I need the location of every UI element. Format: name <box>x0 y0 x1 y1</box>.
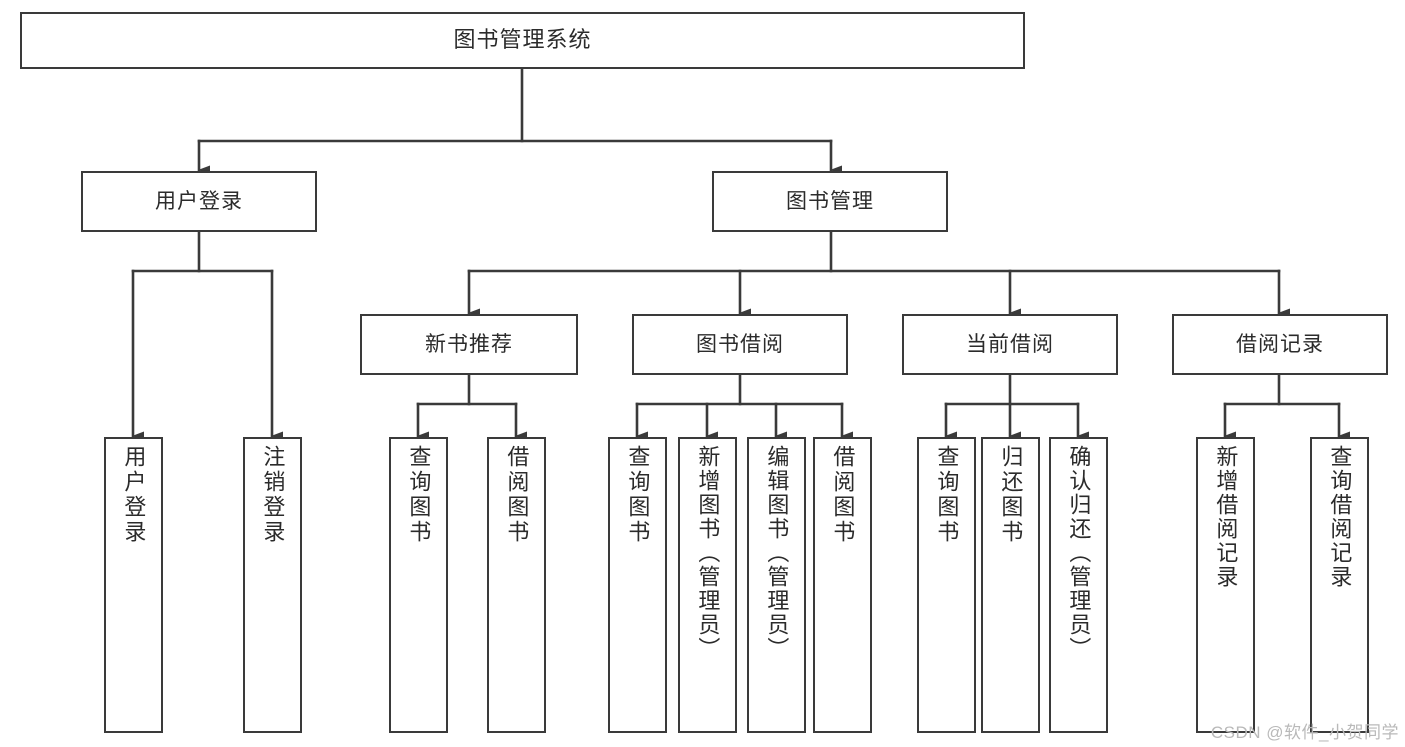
node-borrow-record[interactable]: 借阅记录 <box>1172 314 1388 375</box>
node-leaf-add-book[interactable]: 新增图书（管理员） <box>678 437 737 733</box>
node-new-book-rec[interactable]: 新书推荐 <box>360 314 578 375</box>
node-leaf-borrow-book-2-label: 借阅图书 <box>830 445 856 545</box>
node-leaf-query-record-label: 查询借阅记录 <box>1327 445 1353 589</box>
watermark: CSDN @软件_小贺同学 <box>1210 723 1399 742</box>
node-user-login-label: 用户登录 <box>155 189 243 213</box>
node-leaf-borrow-book-2[interactable]: 借阅图书 <box>813 437 872 733</box>
node-leaf-borrow-book-1-label: 借阅图书 <box>504 445 530 545</box>
node-leaf-query-book-3-label: 查询图书 <box>934 445 960 545</box>
node-leaf-confirm-return-label: 确认归还（管理员） <box>1066 445 1092 661</box>
node-current-borrow-label: 当前借阅 <box>966 332 1054 356</box>
node-leaf-edit-book-label: 编辑图书（管理员） <box>764 445 790 661</box>
node-leaf-borrow-book-1[interactable]: 借阅图书 <box>487 437 546 733</box>
node-book-borrow[interactable]: 图书借阅 <box>632 314 848 375</box>
node-root-label: 图书管理系统 <box>453 27 592 53</box>
node-root[interactable]: 图书管理系统 <box>20 12 1025 69</box>
node-leaf-return-book[interactable]: 归还图书 <box>981 437 1040 733</box>
node-leaf-edit-book[interactable]: 编辑图书（管理员） <box>747 437 806 733</box>
node-leaf-add-book-label: 新增图书（管理员） <box>695 445 721 661</box>
node-leaf-confirm-return[interactable]: 确认归还（管理员） <box>1049 437 1108 733</box>
node-leaf-query-book-1-label: 查询图书 <box>406 445 432 545</box>
node-leaf-add-record-label: 新增借阅记录 <box>1213 445 1239 589</box>
node-leaf-query-book-3[interactable]: 查询图书 <box>917 437 976 733</box>
node-leaf-query-book-2-label: 查询图书 <box>625 445 651 545</box>
node-leaf-logout-label: 注销登录 <box>260 445 286 545</box>
node-borrow-record-label: 借阅记录 <box>1236 332 1324 356</box>
node-leaf-logout[interactable]: 注销登录 <box>243 437 302 733</box>
node-leaf-user-login-label: 用户登录 <box>121 445 147 545</box>
node-leaf-query-book-1[interactable]: 查询图书 <box>389 437 448 733</box>
node-current-borrow[interactable]: 当前借阅 <box>902 314 1118 375</box>
node-leaf-return-book-label: 归还图书 <box>998 445 1024 545</box>
node-leaf-add-record[interactable]: 新增借阅记录 <box>1196 437 1255 733</box>
node-leaf-user-login[interactable]: 用户登录 <box>104 437 163 733</box>
node-book-borrow-label: 图书借阅 <box>696 332 784 356</box>
node-user-login[interactable]: 用户登录 <box>81 171 317 232</box>
node-book-manage[interactable]: 图书管理 <box>712 171 948 232</box>
node-leaf-query-book-2[interactable]: 查询图书 <box>608 437 667 733</box>
node-leaf-query-record[interactable]: 查询借阅记录 <box>1310 437 1369 733</box>
node-book-manage-label: 图书管理 <box>786 189 874 213</box>
node-new-book-rec-label: 新书推荐 <box>425 332 513 356</box>
